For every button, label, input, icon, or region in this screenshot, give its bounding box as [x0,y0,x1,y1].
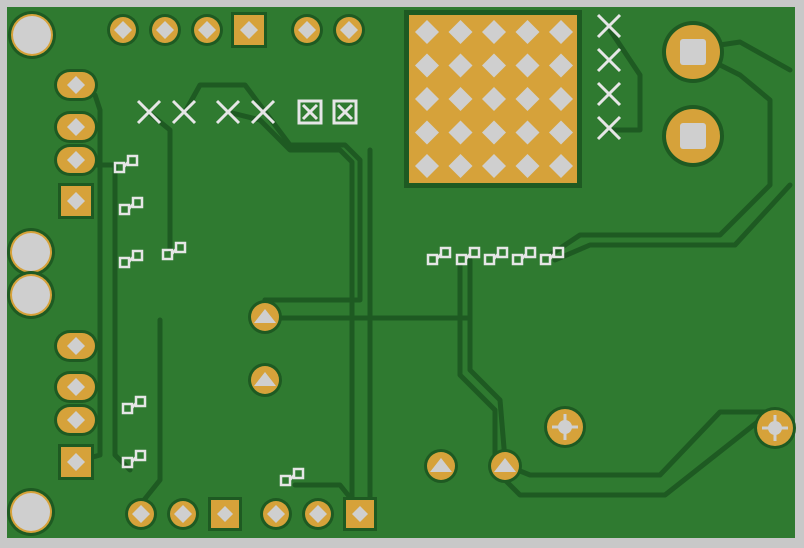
thermal-via [482,120,506,145]
component-pad-triangle [424,449,458,483]
component-pad-triangle [248,363,282,397]
left-header-pad [54,144,98,176]
thermal-via [448,87,473,111]
power-pad-upper [662,21,724,83]
thermal-via [549,87,573,111]
left-header-pad [54,330,98,362]
thermal-via [448,154,473,178]
mounting-hole-top-left [8,11,56,59]
thermal-via [448,120,473,145]
thermal-via [448,20,473,44]
thermal-via [515,20,540,44]
mounting-hole-bottom-left [7,488,55,536]
thermal-via [549,20,573,44]
bottom-header-pad [167,498,199,530]
thermal-via [415,87,439,111]
thermal-via [515,87,540,111]
thermal-via-grid [415,20,573,178]
bottom-header-pad [302,498,334,530]
thermal-via [515,154,540,178]
thermal-via [549,53,573,78]
bottom-header-pad [125,498,157,530]
thermal-via [415,53,439,78]
thermal-via [515,53,540,78]
thermal-via [482,154,506,178]
header-pad [333,14,365,46]
bottom-header-pad-square [208,497,242,531]
pcb-substrate [7,7,795,538]
power-pad-lower [662,105,724,167]
heatsink-pad [404,10,582,188]
header-pad [107,14,139,46]
left-header-pad [54,404,98,436]
component-pad-triangle [248,300,282,334]
mounting-hole-left-lower [7,271,55,319]
left-header-pad [54,69,98,101]
left-header-pad [54,111,98,143]
test-point-pad [754,407,796,449]
header-pad-square [231,12,267,48]
bottom-header-pad-square [343,497,377,531]
thermal-via [515,120,540,145]
thermal-via [415,154,439,178]
thermal-via [415,20,439,44]
thermal-via [549,120,573,145]
bottom-header-pad [260,498,292,530]
header-pad [149,14,181,46]
thermal-via [482,53,506,78]
thermal-via [482,87,506,111]
header-pad [291,14,323,46]
header-pad [191,14,223,46]
test-point-pad [544,406,586,448]
component-pad-triangle [488,449,522,483]
thermal-via [448,53,473,78]
left-header-pad-square [58,444,94,480]
thermal-via [415,120,439,145]
thermal-via [549,154,573,178]
left-header-pad-square [58,183,94,219]
thermal-via [482,20,506,44]
left-header-pad [54,371,98,403]
mounting-hole-left-upper [7,228,55,276]
